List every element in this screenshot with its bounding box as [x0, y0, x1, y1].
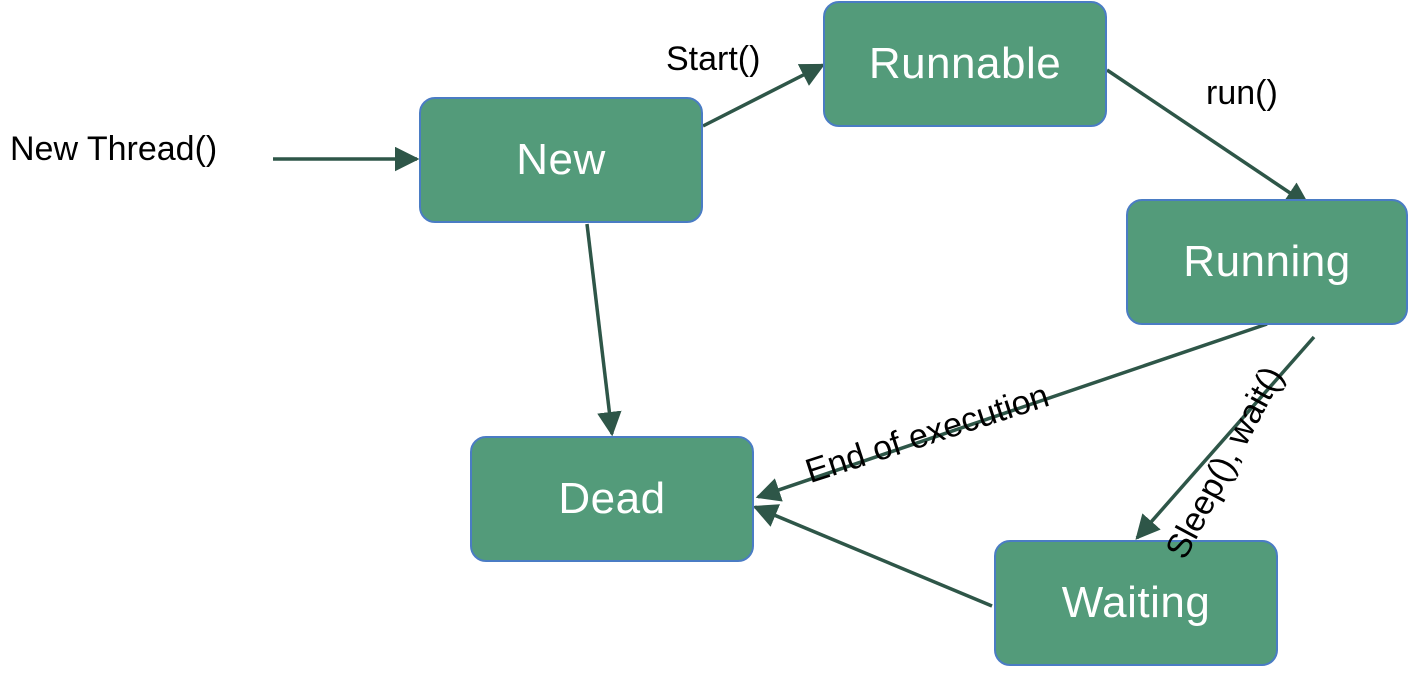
label-run: run(): [1206, 74, 1278, 112]
state-dead: Dead: [470, 436, 754, 562]
arrow-new-to-dead: [585, 223, 622, 437]
state-running: Running: [1126, 199, 1408, 325]
label-start: Start(): [666, 40, 761, 78]
arrow-waiting-to-dead: [752, 504, 993, 608]
arrow-runnable-to-running: [1106, 68, 1311, 207]
label-new-thread: New Thread(): [10, 130, 218, 168]
state-runnable: Runnable: [823, 1, 1107, 127]
state-new: New: [419, 97, 703, 223]
state-waiting: Waiting: [994, 540, 1278, 666]
arrow-new-to-runnable: [702, 63, 826, 128]
arrow-running-to-waiting: [1135, 335, 1316, 540]
arrow-running-to-dead: [755, 322, 1268, 502]
